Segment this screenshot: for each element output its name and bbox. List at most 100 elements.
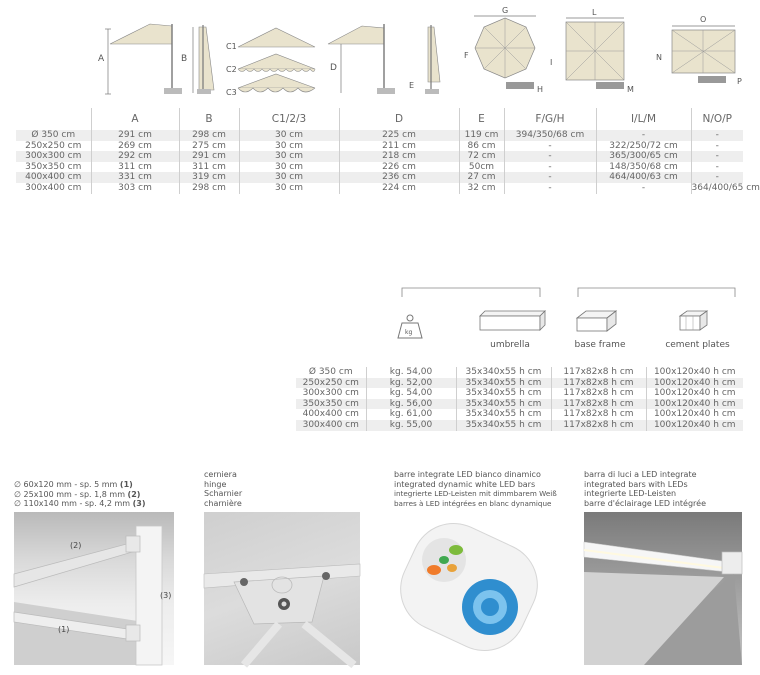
led-dynamic-caption: barre integrate LED bianco dinamico inte… — [394, 470, 557, 508]
value-cell: - — [595, 182, 691, 194]
value-cell: 292 cm — [90, 151, 179, 162]
value-cell: 100x120x40 h cm — [645, 367, 743, 378]
value-cell: 211 cm — [338, 140, 459, 152]
caption-line: hinge — [204, 479, 227, 489]
value-cell: - — [690, 140, 743, 152]
value-cell: 269 cm — [90, 140, 179, 152]
value-cell: 30 cm — [238, 130, 339, 141]
value-cell: - — [595, 130, 691, 141]
value-cell: 86 cm — [458, 140, 504, 152]
header-base-frame: base frame — [574, 340, 626, 350]
size-cell: 300x300 cm — [302, 388, 359, 399]
col-header: N/O/P — [690, 108, 743, 130]
label-m: M — [627, 85, 634, 94]
value-cell: - — [690, 172, 743, 183]
value-cell: 117x82x8 h cm — [550, 388, 646, 399]
umbrella-box-icon — [479, 310, 546, 331]
caption-line: integrierte LED-Leisten mit dimmbarem We… — [394, 489, 557, 498]
led-bars-caption: barra di luci a LED integrate integrated… — [584, 470, 706, 508]
size-cell: 400x400 cm — [25, 172, 82, 183]
weight-icon-label: kg — [405, 329, 412, 336]
dimension-drawings: A B C1 C2 C3 D E — [98, 6, 742, 97]
label-a: A — [98, 54, 105, 64]
value-cell: - — [690, 161, 743, 173]
value-cell: kg. 54,00 — [365, 388, 456, 399]
value-cell: - — [503, 182, 596, 194]
value-cell: 30 cm — [238, 172, 339, 183]
value-cell: 100x120x40 h cm — [645, 419, 743, 431]
value-cell: 364/400/65 cm — [690, 182, 760, 194]
value-cell: 365/300/65 cm — [595, 151, 691, 162]
size-cell: Ø 350 cm — [31, 130, 76, 140]
value-cell: kg. 61,00 — [365, 409, 456, 420]
value-cell: - — [690, 151, 743, 162]
caption-line: integrierte LED-Leisten — [584, 489, 677, 498]
col-header: E — [458, 108, 504, 130]
profiles-photo: (2) (3) (1) — [13, 512, 174, 666]
profile-line-1: ∅ 60x120 mm - sp. 5 mm (1) — [14, 480, 133, 489]
base-frame-box-icon — [575, 310, 618, 332]
weight-icon: kg — [397, 314, 423, 339]
value-cell: 100x120x40 h cm — [645, 409, 743, 420]
value-cell: 30 cm — [238, 140, 339, 152]
value-cell: 298 cm — [178, 182, 239, 194]
side-profile-drawing-e: E — [409, 25, 441, 94]
value-cell: 311 cm — [90, 161, 179, 173]
value-cell: 117x82x8 h cm — [550, 377, 646, 389]
value-cell: 224 cm — [338, 182, 459, 194]
label-g: G — [502, 6, 508, 15]
value-cell: 32 cm — [458, 182, 504, 194]
value-cell: 30 cm — [238, 161, 339, 173]
value-cell: 298 cm — [178, 130, 239, 141]
value-cell: 117x82x8 h cm — [550, 419, 646, 431]
caption-line: barra di luci a LED integrate — [584, 470, 697, 479]
value-cell: 275 cm — [178, 140, 239, 152]
label-b: B — [181, 54, 187, 64]
value-cell: 35x340x55 h cm — [455, 367, 551, 378]
hinge-caption: cerniera hinge Scharnier charnière — [204, 470, 242, 508]
size-cell: 300x300 cm — [25, 151, 82, 162]
side-profile-drawing: B — [181, 25, 215, 94]
col-header: F/G/H — [503, 108, 596, 130]
value-cell: - — [503, 172, 596, 183]
value-cell: 35x340x55 h cm — [455, 388, 551, 399]
value-cell: 291 cm — [90, 130, 179, 141]
value-cell: 311 cm — [178, 161, 239, 173]
hinge-photo — [203, 512, 361, 669]
caption-line: barre integrate LED bianco dinamico — [394, 470, 541, 479]
label-c1: C1 — [226, 42, 237, 51]
profiles-caption: ∅ 60x120 mm - sp. 5 mm (1) ∅ 25x100 mm -… — [14, 480, 146, 509]
profile-line-3: ∅ 110x140 mm - sp. 4,2 mm (3) — [14, 499, 146, 508]
value-cell: 35x340x55 h cm — [455, 419, 551, 431]
cement-plates-box-icon — [678, 310, 709, 331]
col-header: B — [178, 108, 239, 130]
value-cell: 117x82x8 h cm — [550, 398, 646, 410]
value-cell: 236 cm — [338, 172, 459, 183]
header-cement-plates: cement plates — [665, 340, 730, 350]
value-cell: 27 cm — [458, 172, 504, 183]
value-cell: 30 cm — [238, 151, 339, 162]
caption-line: integrated dynamic white LED bars — [394, 479, 536, 489]
value-cell: - — [503, 140, 596, 152]
caption-line: barre d'éclairage LED intégrée — [584, 498, 706, 508]
size-cell: Ø 350 cm — [308, 367, 353, 377]
size-cell: 350x350 cm — [25, 161, 82, 172]
label-i: I — [550, 58, 552, 67]
value-cell: 100x120x40 h cm — [645, 388, 743, 399]
size-cell: 400x400 cm — [302, 409, 359, 420]
value-cell: 100x120x40 h cm — [645, 377, 743, 389]
value-cell: 117x82x8 h cm — [550, 409, 646, 420]
value-cell: 464/400/63 cm — [595, 172, 691, 183]
label-d: D — [330, 63, 337, 73]
value-cell: 35x340x55 h cm — [455, 409, 551, 420]
value-cell: - — [503, 151, 596, 162]
